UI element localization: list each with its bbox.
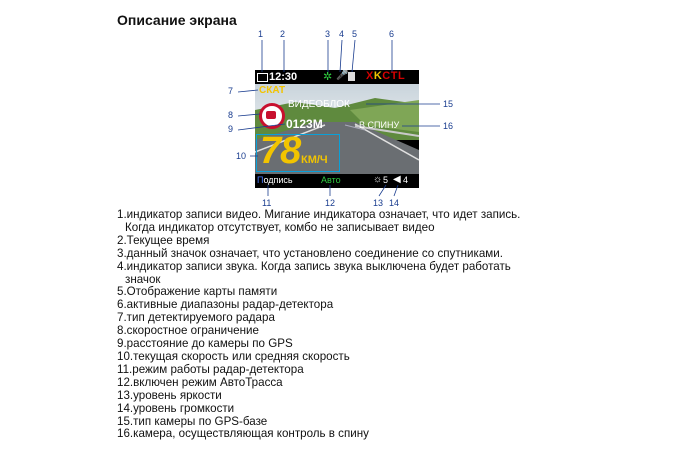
description-item: 4.индикатор записи звука. Когда запись з…	[117, 259, 511, 273]
detector-mode-first: П	[257, 175, 264, 185]
callout-2: 2	[280, 29, 286, 39]
callout-7: 7	[228, 86, 234, 96]
callout-13: 13	[373, 198, 384, 208]
microphone-icon: 🎤	[336, 70, 349, 81]
band-t: T	[390, 70, 398, 82]
speed-box	[256, 134, 340, 172]
description-item: Когда индикатор отсутствует, комбо не за…	[125, 220, 435, 234]
band-x: X	[366, 70, 374, 82]
description-item: 15.тип камеры по GPS-базе	[117, 414, 268, 428]
volume-level: 4	[403, 175, 409, 185]
memory-card-icon	[348, 72, 355, 81]
band-c: C	[382, 70, 391, 82]
gps-camera-type: ВИДЕОБЛОК	[288, 99, 350, 110]
callout-1: 1	[258, 29, 264, 39]
detector-mode: Подпись	[257, 175, 293, 185]
description-item: 6.активные диапазоны радар-детектора	[117, 298, 334, 312]
band-l: L	[397, 70, 406, 82]
rear-camera: В СПИНУ	[359, 120, 400, 130]
description-item: 11.режим работы радар-детектора	[117, 362, 304, 376]
description-item: 7.тип детектируемого радара	[117, 311, 275, 325]
auto-mode: Авто	[321, 175, 341, 185]
volume-icon: ◀	[393, 174, 401, 185]
speed-limit-sign	[259, 103, 285, 129]
description-item: 14.уровень громкости	[117, 401, 235, 415]
description-item: 16.камера, осуществляющая контроль в спи…	[117, 427, 369, 441]
callout-6: 6	[389, 29, 395, 39]
callout-10: 10	[236, 151, 247, 161]
callout-4: 4	[339, 29, 345, 39]
time-display: 12:30	[269, 71, 298, 83]
description-item: значок	[125, 272, 161, 286]
description-item: 13.уровень яркости	[117, 388, 222, 402]
camera-icon	[266, 111, 276, 119]
description-item: 12.включен режим АвтоТрасса	[117, 375, 283, 389]
description-item: 8.скоростное ограничение	[117, 324, 259, 338]
current-speed: 78	[260, 130, 301, 172]
radar-type: СКАТ	[259, 85, 286, 96]
description-item: 5.Отображение карты памяти	[117, 285, 278, 299]
device-screen: 12:30 ✲ 🎤 XKCTL СКАТ ВИДЕОБЛОК 0123М В С…	[255, 70, 419, 188]
radar-bands: XKCTL	[366, 70, 405, 82]
description-item: 2.Текущее время	[117, 233, 210, 247]
detector-mode-rest: одпись	[263, 175, 293, 185]
callout-5: 5	[352, 29, 358, 39]
band-k: K	[373, 70, 383, 82]
callout-12: 12	[325, 198, 336, 208]
callout-15: 15	[443, 99, 454, 109]
callout-11: 11	[262, 198, 272, 208]
distance-to-camera: 0123М	[286, 117, 323, 131]
road-background	[255, 70, 419, 188]
brightness-level: 5	[383, 175, 389, 185]
satellite-icon: ✲	[323, 71, 333, 83]
page-title: Описание экрана	[117, 12, 237, 28]
record-icon	[257, 73, 268, 82]
callout-14: 14	[389, 198, 400, 208]
description-item: 1.индикатор записи видео. Мигание индика…	[117, 208, 521, 221]
description-item: 10.текущая скорость или средняя скорость	[117, 349, 350, 363]
brightness-icon: ☼	[373, 174, 383, 185]
callout-9: 9	[228, 124, 234, 134]
speed-unit: КМ/Ч	[301, 154, 328, 166]
callout-3: 3	[325, 29, 331, 39]
description-item: 9.расстояние до камеры по GPS	[117, 337, 293, 351]
description-list: 1.индикатор записи видео. Мигание индика…	[117, 208, 587, 441]
description-item: 3.данный значок означает, что установлен…	[117, 246, 503, 260]
callout-8: 8	[228, 110, 234, 120]
callout-16: 16	[443, 121, 454, 131]
